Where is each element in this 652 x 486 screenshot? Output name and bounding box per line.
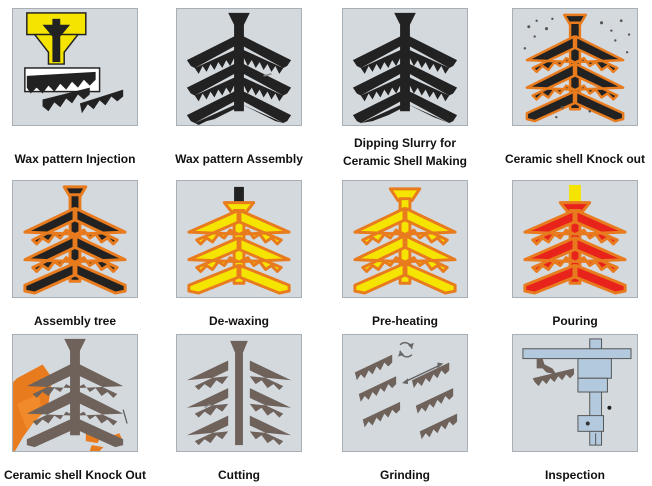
step-label: Ceramic shell Knock Out xyxy=(3,468,147,482)
dewaxing-icon xyxy=(176,180,302,298)
step-label: Assembly tree xyxy=(33,314,117,328)
step-label: Ceramic shell Knock out xyxy=(504,152,646,166)
step-label: Dipping Slurry for Ceramic Shell Making xyxy=(342,136,468,168)
grinding-icon xyxy=(342,334,468,452)
step-label: Grinding xyxy=(380,468,430,482)
shell-tree-icon xyxy=(12,180,138,298)
wax-tree-icon xyxy=(176,8,302,126)
step-label: De-waxing xyxy=(208,314,269,328)
step-label: Wax pattern Injection xyxy=(14,152,136,166)
step-label: Inspection xyxy=(544,468,605,482)
cutting-icon xyxy=(176,334,302,452)
wax-tree-icon xyxy=(342,8,468,126)
preheating-icon xyxy=(342,180,468,298)
caliper-icon xyxy=(512,334,638,452)
step-label: Pouring xyxy=(552,314,598,328)
step-label: Wax pattern Assembly xyxy=(175,152,303,166)
injection-press-icon xyxy=(12,8,138,126)
step-label: Cutting xyxy=(218,468,260,482)
shell-knockout-icon xyxy=(512,8,638,126)
step-label: Pre-heating xyxy=(371,314,438,328)
shell-knockout-metal-icon xyxy=(12,334,138,452)
pouring-icon xyxy=(512,180,638,298)
